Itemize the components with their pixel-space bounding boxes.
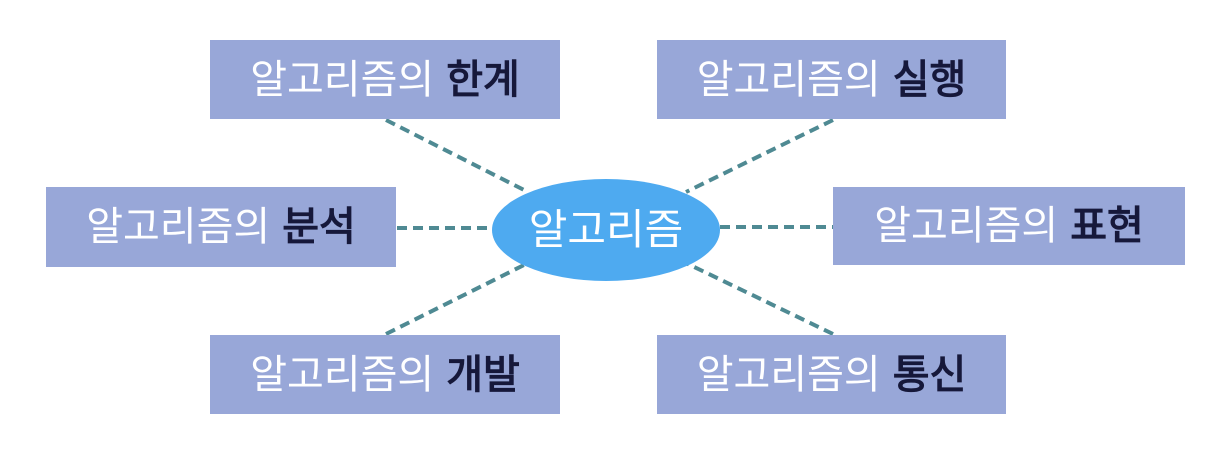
node-prefix: 알고리즘의 (696, 351, 881, 398)
node-prefix: 알고리즘의 (250, 351, 435, 398)
node-suffix: 한계 (446, 56, 520, 103)
node-suffix: 개발 (446, 351, 520, 398)
connector-bot-left (385, 261, 529, 336)
node-suffix: 통신 (892, 351, 967, 398)
connector-top-right (685, 118, 834, 194)
connector-bot-right (685, 261, 834, 336)
center-node: 알고리즘 (492, 179, 720, 281)
node-prefix: 알고리즘의 (696, 56, 881, 103)
node-suffix: 표현 (1070, 203, 1144, 249)
node-prefix: 알고리즘의 (250, 56, 435, 103)
node-suffix: 분석 (282, 204, 356, 250)
connector-top-left (385, 118, 529, 194)
center-node-label: 알고리즘 (528, 205, 684, 254)
node-prefix: 알고리즘의 (86, 204, 271, 250)
node-suffix: 실행 (892, 56, 967, 103)
node-prefix: 알고리즘의 (874, 203, 1059, 249)
